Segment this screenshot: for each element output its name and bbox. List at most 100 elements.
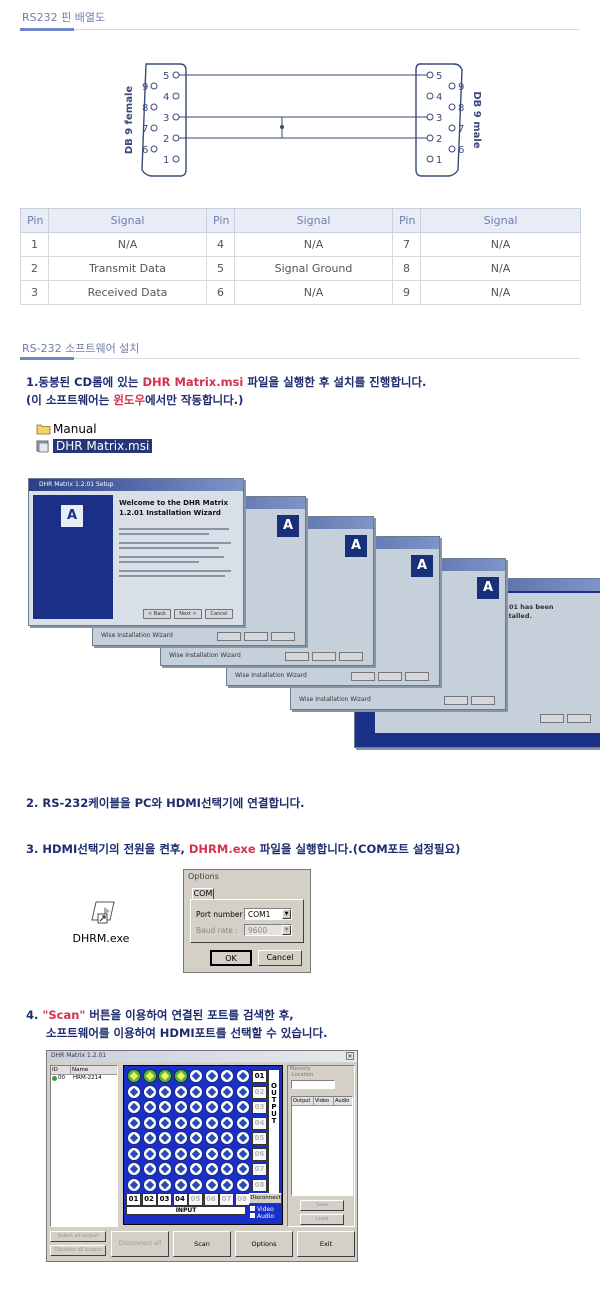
matrix-crosspoint-button[interactable] — [189, 1146, 203, 1161]
list-item[interactable]: 00 HRM-2214 — [51, 1075, 117, 1081]
deselect-all-output-button[interactable]: Deselect all output — [50, 1245, 106, 1256]
matrix-crosspoint-button[interactable] — [189, 1100, 203, 1114]
matrix-crosspoint-button[interactable] — [173, 1069, 188, 1083]
cancel-button[interactable]: Cancel — [258, 950, 302, 966]
matrix-crosspoint-button[interactable] — [204, 1177, 219, 1192]
disconnect-button[interactable]: Disconnect — [249, 1193, 282, 1204]
port-number-select[interactable]: COM1 ▼ — [244, 908, 292, 920]
input-number-button[interactable]: 02 — [141, 1193, 157, 1206]
load-button[interactable]: Load — [300, 1214, 344, 1225]
output-number-button[interactable]: 04 — [252, 1116, 267, 1130]
output-number-button[interactable]: 07 — [252, 1163, 267, 1176]
video-checkbox[interactable]: Video — [250, 1206, 274, 1213]
matrix-crosspoint-button[interactable] — [158, 1100, 172, 1114]
matrix-crosspoint-button[interactable] — [235, 1162, 250, 1176]
matrix-crosspoint-button[interactable] — [173, 1084, 188, 1099]
matrix-crosspoint-button[interactable] — [142, 1177, 157, 1192]
input-number-button[interactable]: 04 — [172, 1193, 188, 1206]
matrix-crosspoint-button[interactable] — [204, 1084, 219, 1099]
matrix-crosspoint-button[interactable] — [220, 1177, 234, 1192]
baud-rate-select[interactable]: 9600 ▼ — [244, 924, 292, 936]
matrix-crosspoint-button[interactable] — [235, 1100, 250, 1114]
input-number-button[interactable]: 07 — [219, 1193, 234, 1206]
matrix-crosspoint-button[interactable] — [173, 1131, 188, 1145]
matrix-crosspoint-button[interactable] — [220, 1115, 234, 1130]
matrix-crosspoint-button[interactable] — [127, 1162, 141, 1176]
output-number-button[interactable]: 01 — [252, 1070, 267, 1083]
wizard-cancel-button[interactable]: Cancel — [205, 609, 233, 619]
matrix-crosspoint-button[interactable] — [204, 1131, 219, 1145]
input-number-button[interactable]: 05 — [188, 1193, 203, 1206]
matrix-crosspoint-button[interactable] — [235, 1177, 250, 1192]
input-number-button[interactable]: 01 — [126, 1193, 141, 1206]
matrix-crosspoint-button[interactable] — [158, 1131, 172, 1145]
matrix-crosspoint-button[interactable] — [127, 1069, 141, 1083]
ok-button[interactable]: OK — [210, 950, 252, 966]
matrix-crosspoint-button[interactable] — [173, 1146, 188, 1161]
file-manual[interactable]: Manual — [36, 422, 97, 436]
input-number-button[interactable]: 08 — [234, 1193, 250, 1206]
matrix-crosspoint-button[interactable] — [220, 1069, 234, 1083]
matrix-crosspoint-button[interactable] — [204, 1115, 219, 1130]
output-number-button[interactable]: 05 — [252, 1132, 267, 1145]
close-icon[interactable]: × — [346, 1052, 354, 1060]
matrix-crosspoint-button[interactable] — [189, 1084, 203, 1099]
matrix-crosspoint-button[interactable] — [220, 1084, 234, 1099]
matrix-crosspoint-button[interactable] — [142, 1146, 157, 1161]
matrix-crosspoint-button[interactable] — [173, 1100, 188, 1114]
matrix-crosspoint-button[interactable] — [127, 1131, 141, 1145]
location-select[interactable] — [291, 1080, 335, 1089]
exit-button[interactable]: Exit — [297, 1231, 355, 1257]
tab-com[interactable]: COM — [192, 888, 214, 900]
matrix-crosspoint-button[interactable] — [204, 1100, 219, 1114]
matrix-crosspoint-button[interactable] — [127, 1100, 141, 1114]
matrix-crosspoint-button[interactable] — [142, 1131, 157, 1145]
output-number-button[interactable]: 06 — [252, 1147, 267, 1161]
matrix-crosspoint-button[interactable] — [142, 1162, 157, 1176]
matrix-crosspoint-button[interactable] — [158, 1084, 172, 1099]
wizard-back-button[interactable]: < Back — [143, 609, 171, 619]
matrix-crosspoint-button[interactable] — [204, 1146, 219, 1161]
matrix-crosspoint-button[interactable] — [189, 1115, 203, 1130]
matrix-crosspoint-button[interactable] — [235, 1146, 250, 1161]
matrix-crosspoint-button[interactable] — [204, 1069, 219, 1083]
matrix-crosspoint-button[interactable] — [142, 1115, 157, 1130]
matrix-crosspoint-button[interactable] — [189, 1162, 203, 1176]
matrix-crosspoint-button[interactable] — [127, 1115, 141, 1130]
device-list[interactable]: ID Name 00 HRM-2214 — [50, 1065, 118, 1227]
matrix-crosspoint-button[interactable] — [173, 1162, 188, 1176]
matrix-crosspoint-button[interactable] — [127, 1084, 141, 1099]
matrix-crosspoint-button[interactable] — [127, 1177, 141, 1192]
matrix-crosspoint-button[interactable] — [173, 1115, 188, 1130]
matrix-crosspoint-button[interactable] — [158, 1115, 172, 1130]
matrix-crosspoint-button[interactable] — [158, 1162, 172, 1176]
dhrm-exe-file[interactable]: DHRM.exe — [66, 898, 136, 945]
matrix-crosspoint-button[interactable] — [189, 1131, 203, 1145]
matrix-crosspoint-button[interactable] — [235, 1069, 250, 1083]
audio-checkbox[interactable]: Audio — [250, 1213, 274, 1220]
matrix-crosspoint-button[interactable] — [173, 1177, 188, 1192]
matrix-crosspoint-button[interactable] — [220, 1146, 234, 1161]
options-button[interactable]: Options — [235, 1231, 293, 1257]
matrix-crosspoint-button[interactable] — [235, 1115, 250, 1130]
matrix-crosspoint-button[interactable] — [235, 1084, 250, 1099]
select-all-output-button[interactable]: Select all output — [50, 1231, 106, 1242]
output-number-button[interactable]: 03 — [252, 1101, 267, 1114]
matrix-crosspoint-button[interactable] — [220, 1162, 234, 1176]
input-number-button[interactable]: 06 — [203, 1193, 219, 1206]
matrix-crosspoint-button[interactable] — [142, 1069, 157, 1083]
save-button[interactable]: Save — [300, 1200, 344, 1211]
matrix-crosspoint-button[interactable] — [189, 1069, 203, 1083]
matrix-crosspoint-button[interactable] — [189, 1177, 203, 1192]
matrix-crosspoint-button[interactable] — [158, 1146, 172, 1161]
wizard-next-button[interactable]: Next > — [174, 609, 202, 619]
matrix-crosspoint-button[interactable] — [220, 1131, 234, 1145]
matrix-crosspoint-button[interactable] — [127, 1146, 141, 1161]
disconnect-all-button[interactable]: Disconnect all — [111, 1231, 169, 1257]
file-dhr-matrix-msi[interactable]: DHR Matrix.msi — [36, 439, 153, 453]
matrix-crosspoint-button[interactable] — [158, 1177, 172, 1192]
matrix-crosspoint-button[interactable] — [142, 1084, 157, 1099]
output-number-button[interactable]: 02 — [252, 1085, 267, 1099]
matrix-crosspoint-button[interactable] — [220, 1100, 234, 1114]
input-number-button[interactable]: 03 — [157, 1193, 172, 1206]
